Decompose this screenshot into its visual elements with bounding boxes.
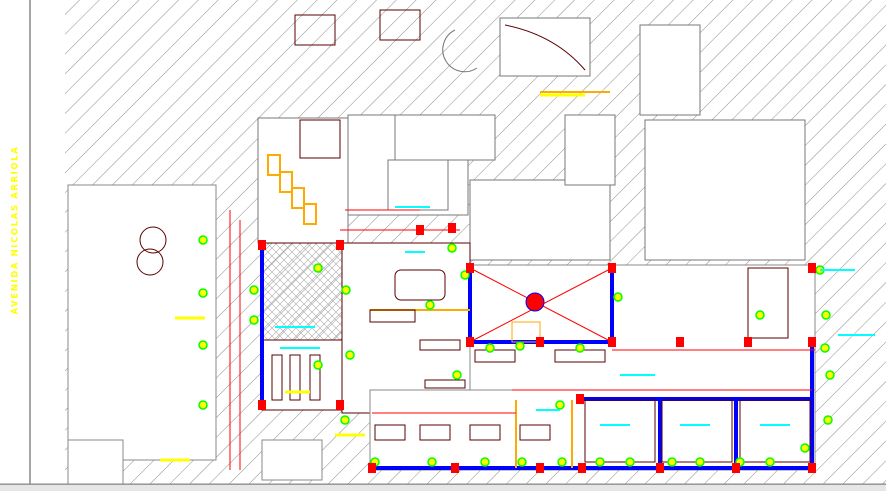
column-marker	[466, 337, 474, 347]
light-fixture-icon	[555, 400, 565, 410]
column-marker	[416, 225, 424, 235]
column-marker	[744, 337, 752, 347]
column-marker	[258, 400, 266, 410]
light-fixture-icon	[198, 400, 208, 410]
light-fixture-icon	[345, 350, 355, 360]
light-fixture-icon	[695, 457, 705, 467]
light-fixture-icon	[557, 457, 567, 467]
column-marker	[466, 263, 474, 273]
light-fixture-icon	[341, 285, 351, 295]
column-marker	[578, 463, 586, 473]
ceiling-lights	[198, 235, 835, 467]
column-marker	[576, 394, 584, 404]
furniture	[271, 9, 811, 463]
column-marker	[451, 463, 459, 473]
light-fixture-icon	[425, 300, 435, 310]
column-marker	[656, 463, 664, 473]
light-fixture-icon	[249, 285, 259, 295]
column-marker	[608, 337, 616, 347]
column-marker	[536, 337, 544, 347]
light-fixture-icon	[515, 341, 525, 351]
light-fixture-icon	[667, 457, 677, 467]
light-fixture-icon	[198, 340, 208, 350]
central-light-fixture	[525, 292, 545, 312]
light-fixture-icon	[755, 310, 765, 320]
light-fixture-icon	[313, 263, 323, 273]
tree-icons	[136, 226, 167, 276]
light-fixture-icon	[447, 243, 457, 253]
reception-box	[511, 321, 541, 343]
column-marker	[368, 463, 376, 473]
building-interior	[261, 242, 816, 481]
light-fixture-icon	[427, 457, 437, 467]
light-fixture-icon	[800, 443, 810, 453]
meeting-table	[394, 269, 446, 301]
structural-columns	[258, 223, 816, 473]
column-marker	[448, 223, 456, 233]
light-fixture-icon	[765, 457, 775, 467]
light-fixture-icon	[313, 360, 323, 370]
column-marker	[258, 240, 266, 250]
light-fixture-icon	[198, 235, 208, 245]
light-fixture-icon	[625, 457, 635, 467]
light-fixture-icon	[480, 457, 490, 467]
light-fixture-icon	[485, 343, 495, 353]
yellow-labels	[160, 93, 585, 462]
column-marker	[336, 400, 344, 410]
column-marker	[676, 337, 684, 347]
light-fixture-icon	[595, 457, 605, 467]
light-fixture-icon	[820, 343, 830, 353]
column-marker	[336, 240, 344, 250]
bottom-scrollbar[interactable]	[0, 484, 886, 491]
light-fixture-icon	[198, 288, 208, 298]
light-fixture-icon	[340, 415, 350, 425]
column-marker	[732, 463, 740, 473]
column-marker	[536, 463, 544, 473]
garden-area	[67, 184, 217, 461]
light-fixture-icon	[613, 292, 623, 302]
room-labels	[275, 206, 875, 426]
light-fixture-icon	[452, 370, 462, 380]
column-marker	[808, 337, 816, 347]
entry-area	[67, 439, 124, 485]
light-fixture-icon	[249, 315, 259, 325]
light-fixture-icon	[825, 370, 835, 380]
column-marker	[808, 463, 816, 473]
street-label: AVENIDA NICOLAS ARRIOLA	[4, 146, 26, 315]
light-fixture-icon	[575, 343, 585, 353]
column-marker	[808, 263, 816, 273]
light-fixture-icon	[821, 310, 831, 320]
light-fixture-icon	[823, 415, 833, 425]
light-fixture-icon	[517, 457, 527, 467]
neighbor-buildings	[257, 17, 806, 261]
street-name-text: AVENIDA NICOLAS ARRIOLA	[10, 145, 20, 315]
column-marker	[608, 263, 616, 273]
